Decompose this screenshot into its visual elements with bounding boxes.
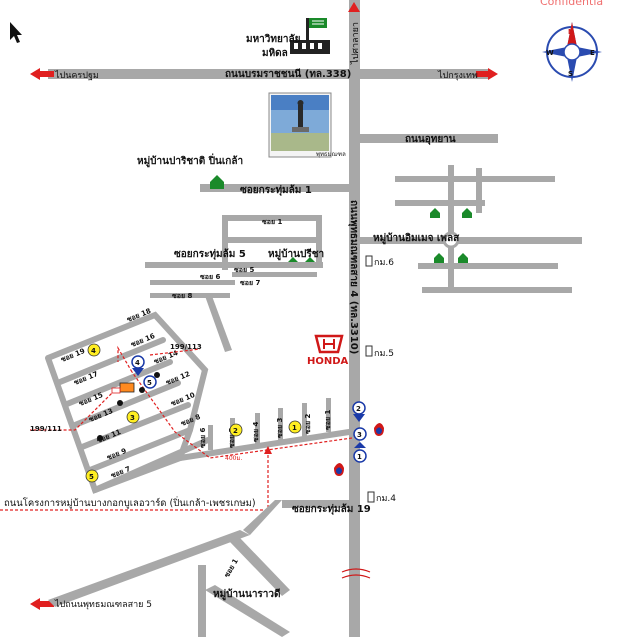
watermark-text: Confidentia xyxy=(540,0,603,8)
blue-marker-3 xyxy=(353,427,367,441)
road-label-phutthamonthon-4: ถนนพุทธมณฑลสาย 4 (ทล.3310) xyxy=(348,200,359,354)
svg-text:4: 4 xyxy=(135,359,140,367)
arrow-left-icon xyxy=(30,68,40,80)
compass-s: S xyxy=(568,70,573,78)
blue-markers: 4 5 2 3 1 xyxy=(131,355,367,463)
university-building xyxy=(290,18,330,54)
yellow-marker-5 xyxy=(85,469,99,483)
honda-text: HONDA xyxy=(307,356,349,367)
svg-text:3: 3 xyxy=(357,431,362,439)
road-label-krathum-lom-1: ซอยกระทุ่มล้ม 1 xyxy=(240,184,312,196)
km-4-label: กม.4 xyxy=(376,494,396,504)
soi-1-south-label: ซอย 1 xyxy=(223,557,240,579)
roundabout-icon xyxy=(442,231,460,249)
soi-4-label: ซอย 4 xyxy=(252,422,260,442)
soi-2-label: ซอย 2 xyxy=(304,414,312,434)
yellow-marker-4 xyxy=(87,343,101,357)
village-label-prisa: หมู่บ้านปรีชา xyxy=(268,248,324,261)
km-post-icon xyxy=(365,255,375,503)
village-label-pinklao: หมู่บ้านปาริชาติ ปิ่นเกล้า xyxy=(137,153,243,168)
main-roads xyxy=(48,0,498,637)
label-to-salaya: ไปศาลายา xyxy=(350,22,361,65)
mouse-cursor-icon xyxy=(10,22,22,43)
address-199-111: 199/111 xyxy=(30,425,62,433)
svg-text:3: 3 xyxy=(130,414,135,422)
soi-5-label: ซอย 5 xyxy=(234,266,254,274)
honda-logo: HONDA xyxy=(307,334,349,367)
village-label-image-place: หมู่บ้านอิมเมจ เพลส xyxy=(373,232,460,245)
svg-text:5: 5 xyxy=(89,473,94,481)
road-label-krathum-lom-19: ซอยกระทุ่มล้ม 19 xyxy=(292,503,371,515)
road-borom xyxy=(48,69,488,79)
arrow-right-icon xyxy=(488,68,498,80)
buddha-photo: พุทธมณฑล xyxy=(268,92,346,158)
km-6-label: กม.6 xyxy=(374,258,394,268)
soi-6-label: ซอย 6 xyxy=(200,273,220,281)
soi-6-project-label: ซอย 6 xyxy=(199,428,207,448)
point-dot xyxy=(97,435,103,441)
yellow-marker-3 xyxy=(126,410,140,424)
road-label-utthayan: ถนนอุทยาน xyxy=(405,134,456,145)
image-place-grid xyxy=(360,165,582,293)
direction-arrows xyxy=(30,2,498,610)
road-label-krathum-lom-5: ซอยกระทุ่มล้ม 5 xyxy=(174,248,246,260)
gas-station-icon xyxy=(334,463,344,476)
svg-text:2: 2 xyxy=(233,427,238,435)
road-label-borom: ถนนบรมราชชนนี (ทล.338) xyxy=(225,68,351,80)
point-dot xyxy=(139,387,145,393)
compass-e: E xyxy=(590,49,595,57)
flag-icon xyxy=(309,18,327,28)
soi-3-label: ซอย 3 xyxy=(276,418,284,438)
photo-caption: พุทธมณฑล xyxy=(316,151,346,158)
soi-5-project-label: ซอย 5 xyxy=(228,428,236,448)
compass-n: N xyxy=(568,28,574,36)
rail-crossing-icon xyxy=(341,568,371,579)
km-5-label: กม.5 xyxy=(374,349,394,359)
point-dot xyxy=(117,400,123,406)
soi-8-label: ซอย 8 xyxy=(172,292,192,300)
soi-1-label: ซอย 1 xyxy=(262,218,282,226)
yellow-marker-1 xyxy=(288,420,302,434)
svg-text:1: 1 xyxy=(357,453,362,461)
arrow-left-bottom-icon xyxy=(30,598,40,610)
road-label-project: ถนนโครงการหมู่บ้านบางกอกบูเลอวาร์ด (ปิ่น… xyxy=(4,496,256,509)
university-label-1: มหาวิทยาลัย xyxy=(246,33,301,45)
svg-text:1: 1 xyxy=(292,424,297,432)
yellow-marker-2 xyxy=(229,423,243,437)
compass-w: W xyxy=(546,49,554,57)
route-note: 400ม. xyxy=(225,455,242,462)
address-199-113: 199/113 xyxy=(170,343,202,351)
prisa-village-grid xyxy=(145,215,323,352)
soi-7-label: ซอย 7 xyxy=(240,279,260,287)
label-to-nakhon-pathom: ไปนครปฐม xyxy=(54,70,99,81)
soi-1-project-label: ซอย 1 xyxy=(324,410,332,430)
road-krathum-lom-1 xyxy=(200,184,349,192)
blue-marker-5 xyxy=(143,375,157,389)
compass-rose-icon: N S E W xyxy=(542,22,602,82)
south-roads xyxy=(48,500,349,637)
yellow-markers: 4 3 5 2 1 xyxy=(85,343,302,483)
road-utthayan xyxy=(360,134,498,143)
label-to-bangkok: ไปกรุงเทพ xyxy=(437,70,478,81)
plot-marker-icon xyxy=(119,382,135,393)
gas-station-icon xyxy=(374,423,384,436)
arrow-up-icon xyxy=(348,2,360,12)
svg-text:2: 2 xyxy=(356,405,361,413)
route-arrow-icon xyxy=(264,446,272,454)
svg-text:5: 5 xyxy=(147,379,152,387)
road-phutthamonthon-4 xyxy=(349,0,360,637)
blue-marker-1 xyxy=(353,449,367,463)
svg-text:4: 4 xyxy=(91,347,96,355)
soi-13-label: ซอย 13 xyxy=(88,407,115,424)
university-label-2: มหิดล xyxy=(262,47,288,59)
village-label-nararom: หมู่บ้านนาราวดี xyxy=(213,588,281,601)
label-to-phutthamonthon-5: ไปถนนพุทธมณฑลสาย 5 xyxy=(54,599,152,610)
point-dot xyxy=(154,372,160,378)
